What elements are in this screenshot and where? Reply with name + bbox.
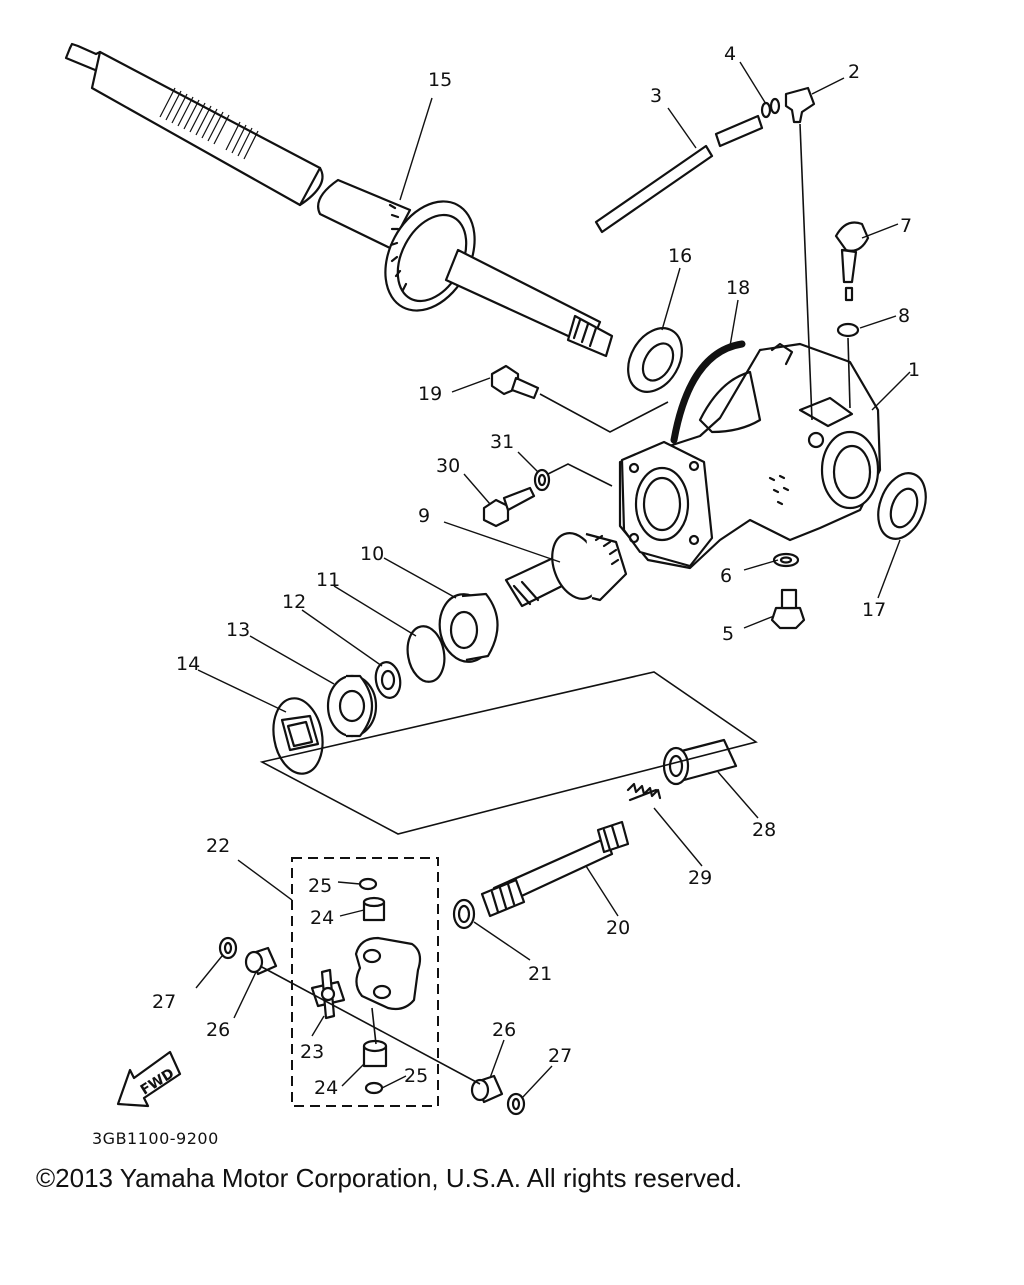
part-18-o-ring — [670, 340, 746, 444]
callout-4: 4 — [724, 43, 736, 65]
leader-lines — [195, 61, 911, 1099]
assembly-lines — [259, 123, 851, 1085]
callout-19: 19 — [418, 383, 442, 405]
callout-15: 15 — [428, 69, 452, 91]
part-9-pinion-gear — [504, 532, 628, 608]
copyright-notice: ©2013 Yamaha Motor Corporation, U.S.A. A… — [36, 1163, 743, 1193]
callout-2: 2 — [848, 61, 860, 83]
callout-18: 18 — [726, 277, 750, 299]
callout-13: 13 — [226, 619, 250, 641]
callout-5: 5 — [722, 623, 734, 645]
part-12-bearing — [374, 661, 402, 699]
callout-10: 10 — [360, 543, 384, 565]
part-22-group-box — [291, 857, 439, 1107]
callout-6: 6 — [720, 565, 732, 587]
part-27-washer-right — [506, 1092, 526, 1116]
callouts: 15 2 4 3 7 8 1 16 18 19 31 30 9 10 11 12… — [152, 43, 920, 1099]
part-6-gasket — [772, 552, 800, 568]
callout-28: 28 — [752, 819, 776, 841]
part-11-o-ring — [406, 625, 446, 683]
part-17-oil-seal — [877, 472, 927, 540]
part-27-washer-left — [218, 936, 238, 960]
callout-11: 11 — [316, 569, 340, 591]
part-26-cap-right — [470, 1074, 504, 1104]
part-29-spring — [626, 782, 662, 802]
callout-26-left: 26 — [206, 1019, 230, 1041]
part-13-bearing — [326, 674, 378, 738]
part-30-bolt — [482, 486, 536, 528]
callout-1: 1 — [908, 359, 920, 381]
callout-7: 7 — [900, 215, 912, 237]
callout-24-bottom: 24 — [314, 1077, 338, 1099]
callout-29: 29 — [688, 867, 712, 889]
part-21-circlip — [452, 898, 476, 930]
part-14-oil-seal — [272, 697, 324, 775]
part-8-o-ring — [836, 322, 860, 338]
callout-30: 30 — [436, 455, 460, 477]
callout-27-right: 27 — [548, 1045, 572, 1067]
part-20-drive-shaft — [480, 820, 630, 918]
callout-8: 8 — [898, 305, 910, 327]
callout-20: 20 — [606, 917, 630, 939]
part-3-breather-hose — [594, 114, 764, 234]
callout-3: 3 — [650, 85, 662, 107]
part-25-circlip-bottom — [364, 1081, 384, 1095]
callout-14: 14 — [176, 653, 200, 675]
part-7-filler-bolt — [834, 221, 870, 302]
callout-31: 31 — [490, 431, 514, 453]
callout-22: 22 — [206, 835, 230, 857]
callout-21: 21 — [528, 963, 552, 985]
part-24-bearing-cap-top — [362, 896, 386, 922]
callout-26-right: 26 — [492, 1019, 516, 1041]
part-2-union-joint — [784, 86, 816, 124]
callout-24-top: 24 — [310, 907, 334, 929]
part-25-circlip-top — [358, 877, 378, 891]
part-23-spider — [310, 968, 346, 1020]
part-22-yoke — [354, 936, 422, 1011]
part-19-bolt — [490, 364, 540, 400]
callout-25-top: 25 — [308, 875, 332, 897]
diagram-code: 3GB1100-9200 — [92, 1129, 219, 1148]
part-10-bearing-housing — [438, 592, 499, 663]
callout-9: 9 — [418, 505, 430, 527]
part-16-oil-seal — [627, 327, 683, 393]
part-5-drain-bolt — [770, 588, 806, 630]
part-26-cap-left — [244, 946, 278, 976]
part-28-sleeve — [662, 738, 738, 786]
callout-12: 12 — [282, 591, 306, 613]
part-31-washer — [533, 468, 551, 492]
part-24-bearing-cap-bottom — [362, 1039, 388, 1068]
fwd-arrow: FWD — [116, 1050, 182, 1108]
callout-25-bottom: 25 — [404, 1065, 428, 1087]
part-15-shaft — [64, 42, 614, 358]
callout-27-left: 27 — [152, 991, 176, 1013]
callout-16: 16 — [668, 245, 692, 267]
callout-17: 17 — [862, 599, 886, 621]
callout-23: 23 — [300, 1041, 324, 1063]
part-1-gear-case — [618, 342, 882, 570]
